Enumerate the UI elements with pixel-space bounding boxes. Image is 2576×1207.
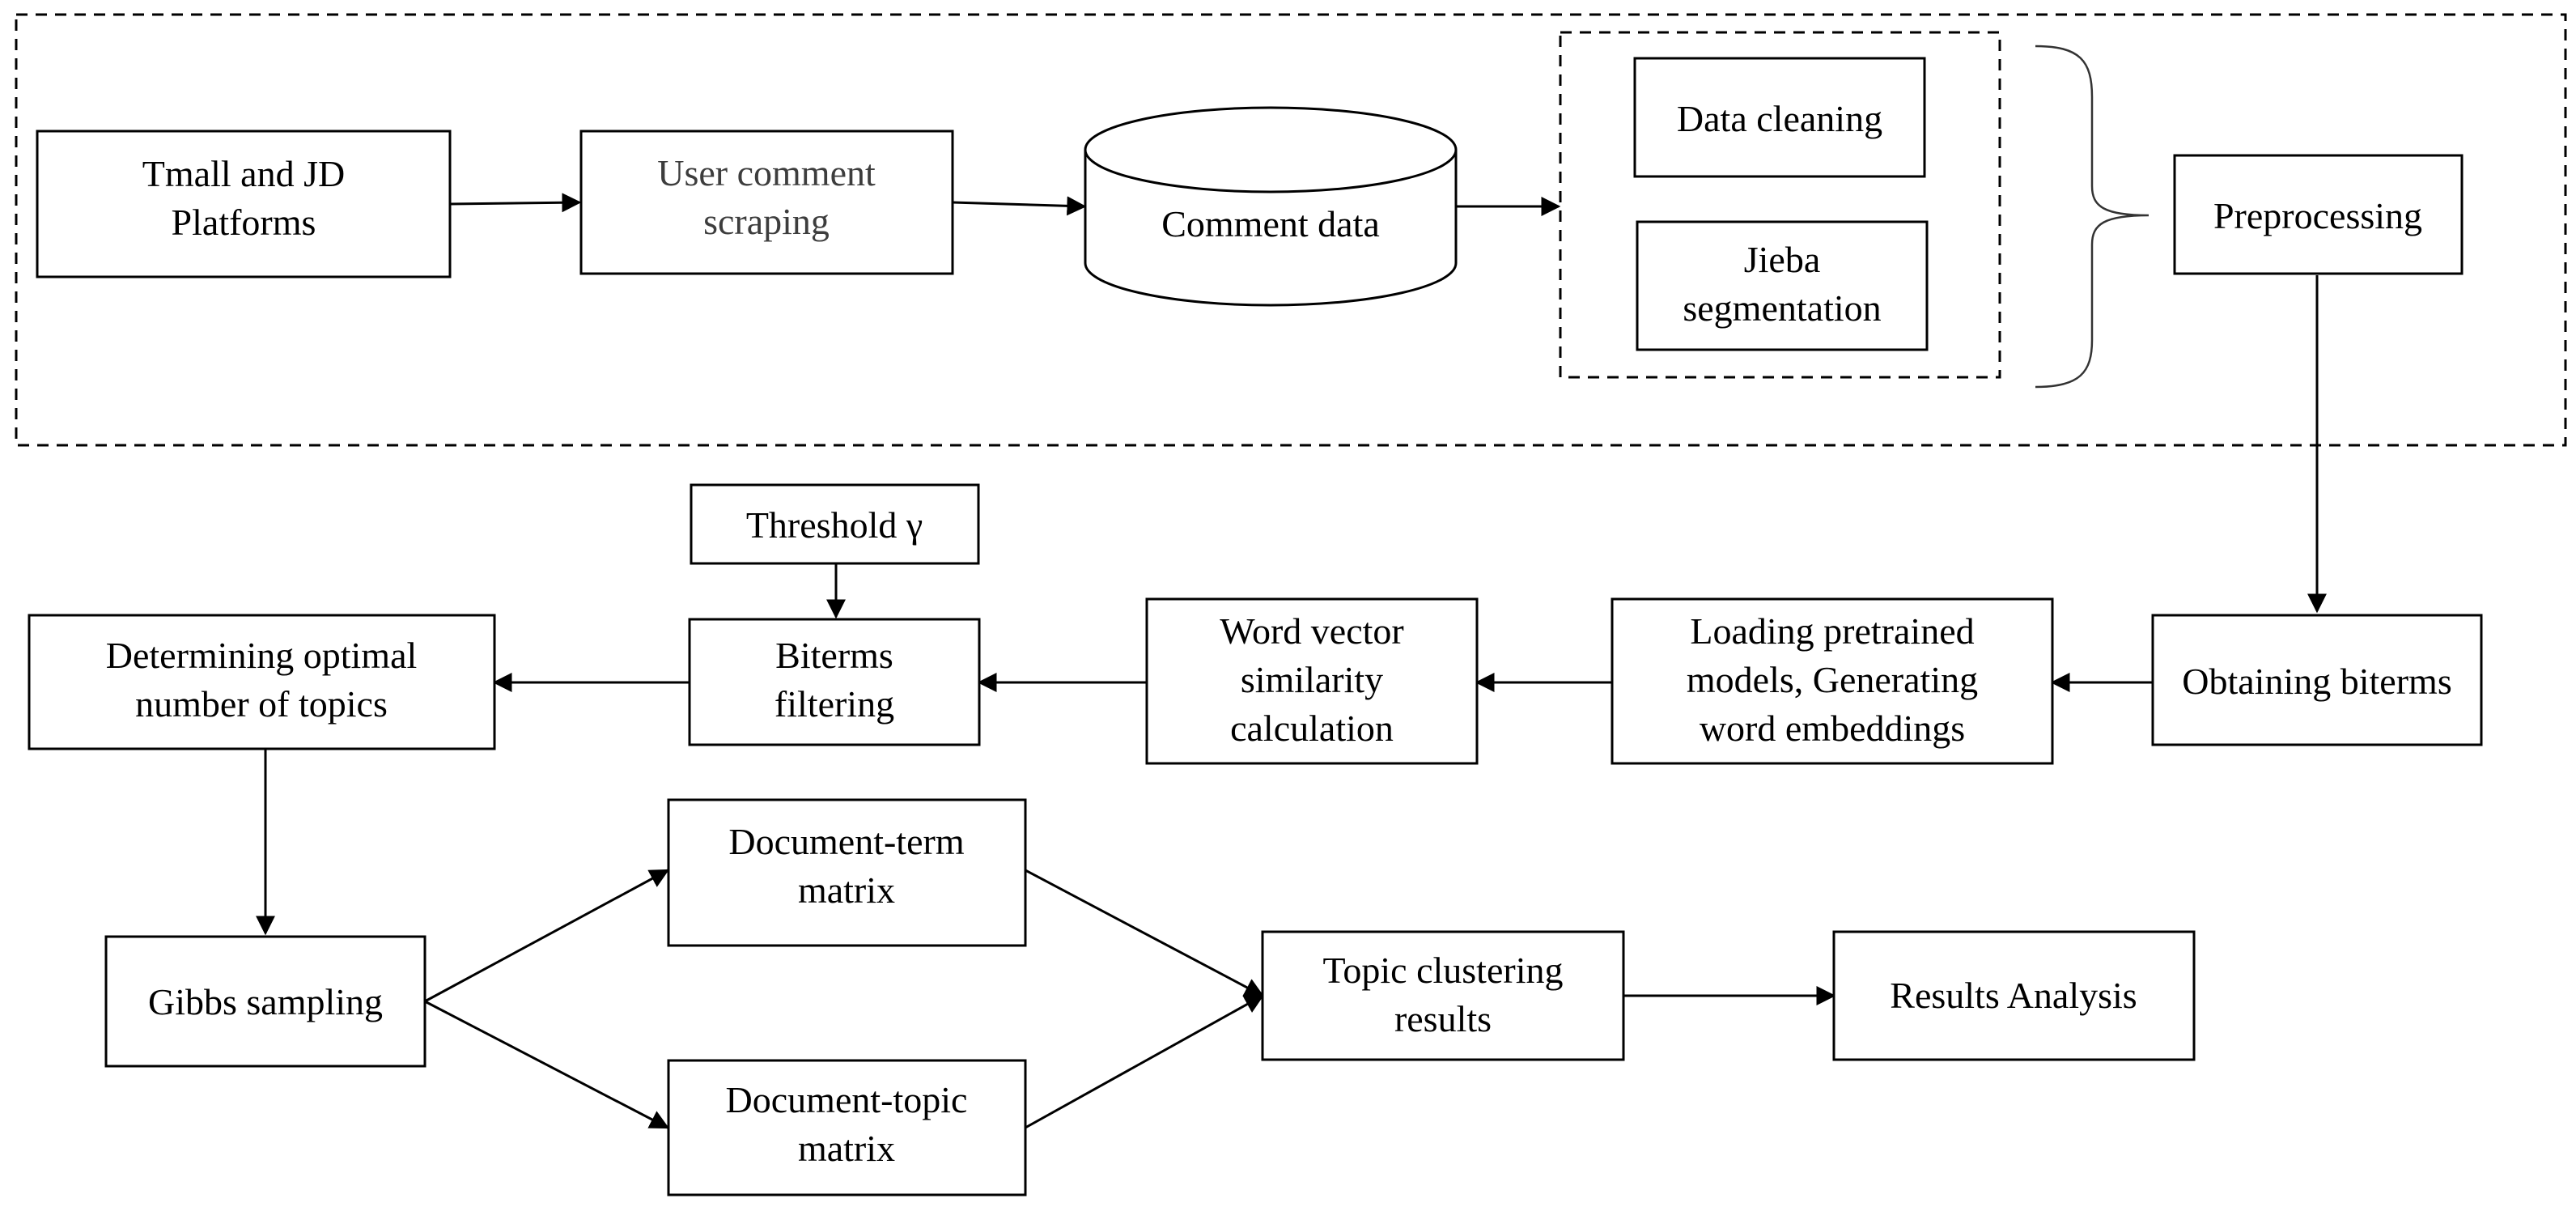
node-results-analysis-line-1: Results Analysis <box>1890 975 2137 1016</box>
node-threshold-line-1: Threshold γ <box>746 504 923 546</box>
node-word-vector-text: Word vector similarity calculation <box>1220 610 1403 749</box>
node-doc-topic-line-1: Document-topic <box>726 1079 968 1120</box>
node-loading-line-2: models, Generating <box>1687 659 1978 700</box>
node-threshold-text: Threshold γ <box>746 504 923 546</box>
node-optimal-topics-line-2: number of topics <box>135 683 388 725</box>
node-doc-term-text: Document-term matrix <box>728 821 964 911</box>
node-biterms-filtering-line-2: filtering <box>774 683 894 725</box>
grouping-brace <box>2035 45 2149 389</box>
node-jieba-line-1: Jieba <box>1744 239 1821 280</box>
node-tmall-jd-line-2: Platforms <box>172 202 316 243</box>
node-data-cleaning-text: Data cleaning <box>1677 98 1882 139</box>
node-jieba-text: Jieba segmentation <box>1683 239 1881 329</box>
node-word-vector-line-2: similarity <box>1241 659 1383 700</box>
edge-gibbs-to-docterm <box>424 869 670 1003</box>
node-tmall-jd-line-1: Tmall and JD <box>142 153 345 194</box>
node-user-comment-scraping: User comment scraping <box>579 130 954 275</box>
node-obtaining-biterms: Obtaining biterms <box>2151 614 2483 746</box>
preprocessing-stage-container <box>15 13 2567 447</box>
node-obtaining-biterms-text: Obtaining biterms <box>2182 661 2451 702</box>
node-tmall-jd: Tmall and JD Platforms <box>36 130 452 278</box>
edges <box>256 193 2327 1129</box>
node-comment-data-text: Comment data <box>1161 203 1380 244</box>
edge-gibbs-to-doctopic <box>424 1000 670 1129</box>
node-jieba-line-2: segmentation <box>1683 287 1881 329</box>
preprocessing-steps-group <box>1559 31 2001 379</box>
node-document-topic-matrix: Document-topic matrix <box>667 1059 1027 1196</box>
node-word-vector-similarity: Word vector similarity calculation <box>1145 597 1479 765</box>
node-topic-clustering-line-2: results <box>1394 998 1492 1039</box>
node-preprocessing-text: Preprocessing <box>2213 195 2422 236</box>
node-doc-topic-text: Document-topic matrix <box>726 1079 968 1169</box>
edge-doctopic-to-clustering <box>1025 994 1265 1129</box>
node-word-vector-line-3: calculation <box>1230 708 1394 749</box>
node-doc-term-line-1: Document-term <box>728 821 964 862</box>
node-doc-term-line-2: matrix <box>798 869 895 911</box>
node-document-term-matrix: Document-term matrix <box>667 798 1027 947</box>
node-loading-line-3: word embeddings <box>1700 708 1965 749</box>
edge-tmall-to-scraping <box>449 193 582 213</box>
node-topic-clustering-line-1: Topic clustering <box>1323 950 1564 991</box>
node-data-cleaning: Data cleaning <box>1633 57 1926 178</box>
node-preprocessing: Preprocessing <box>2173 154 2464 275</box>
node-results-analysis: Results Analysis <box>1832 930 2196 1061</box>
node-preprocessing-line-1: Preprocessing <box>2213 195 2422 236</box>
node-comment-data-line-1: Comment data <box>1161 203 1380 244</box>
node-topic-clustering-results: Topic clustering results <box>1261 930 1625 1061</box>
node-topic-clustering-text: Topic clustering results <box>1323 950 1564 1039</box>
node-determining-optimal-topics: Determining optimal number of topics <box>28 614 496 750</box>
edge-docterm-to-clustering <box>1025 869 1265 997</box>
node-optimal-topics-text: Determining optimal number of topics <box>106 635 418 725</box>
node-scraping-line-2: scraping <box>703 201 830 242</box>
node-data-cleaning-line-1: Data cleaning <box>1677 98 1882 139</box>
node-word-vector-line-1: Word vector <box>1220 610 1403 652</box>
node-scraping-line-1: User comment <box>657 152 876 193</box>
node-results-analysis-text: Results Analysis <box>1890 975 2137 1016</box>
node-gibbs-text: Gibbs sampling <box>148 981 383 1022</box>
node-loading-text: Loading pretrained models, Generating word… <box>1687 610 1978 749</box>
node-biterms-filtering: Biterms filtering <box>688 618 981 746</box>
node-scraping-text: User comment scraping <box>657 152 876 242</box>
node-obtaining-biterms-line-1: Obtaining biterms <box>2182 661 2451 702</box>
node-loading-pretrained: Loading pretrained models, Generating word… <box>1611 597 2054 765</box>
node-biterms-filtering-line-1: Biterms <box>775 635 893 676</box>
node-loading-line-1: Loading pretrained <box>1690 610 1974 652</box>
node-comment-data: Comment data <box>1084 106 1458 307</box>
node-jieba-segmentation: Jieba segmentation <box>1636 220 1929 351</box>
node-threshold: Threshold γ <box>690 483 980 565</box>
node-optimal-topics-line-1: Determining optimal <box>106 635 418 676</box>
node-gibbs-sampling: Gibbs sampling <box>104 935 427 1068</box>
node-biterms-filtering-text: Biterms filtering <box>774 635 894 725</box>
node-gibbs-line-1: Gibbs sampling <box>148 981 383 1022</box>
node-doc-topic-line-2: matrix <box>798 1128 895 1169</box>
edge-scraping-to-comment-data <box>952 196 1087 216</box>
node-tmall-jd-text: Tmall and JD Platforms <box>142 153 345 243</box>
